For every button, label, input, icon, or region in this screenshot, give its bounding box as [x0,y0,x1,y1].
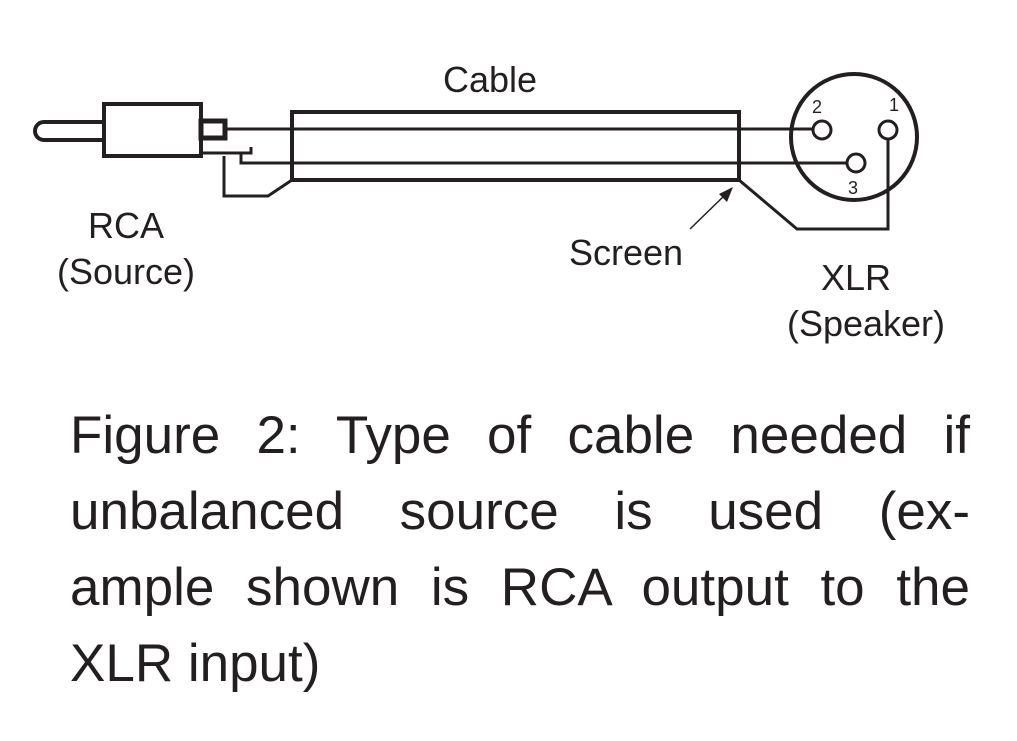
rca-connector [33,102,228,158]
xlr-speaker-label: (Speaker) [786,303,946,344]
figure-caption: Figure 2: Type of cable needed if unbala… [70,398,970,702]
xlr-connector-body [789,72,919,202]
caption-line: unbalanced source is used (ex- [70,482,970,541]
xlr-label: XLR [820,257,892,298]
caption-line: Figure 2: Type of cable needed if [70,406,970,465]
cable-label: Cable [442,59,538,100]
caption-line: ample shown is RCA output to the [70,558,970,617]
ground-wire-rca [201,147,253,155]
xlr-pin2 [811,119,833,141]
screen-wire-rca [222,156,293,198]
rca-body [102,102,203,158]
pin1-label: 1 [889,95,899,115]
screen-arrow-head [719,187,733,202]
screen-label: Screen [568,232,684,273]
caption-line: XLR input) [70,634,321,693]
pin3-label: 3 [848,178,858,198]
rca-label: RCA [87,205,164,246]
cable-jacket [290,110,741,182]
ground-to-conductor [239,153,292,165]
rca-pin [33,120,104,142]
rca-source-label: (Source) [56,251,196,292]
xlr-pin1 [877,119,899,141]
rca-collar [198,118,228,141]
cable-wiring-diagram: 2 1 3 [33,72,919,231]
xlr-pin3 [845,152,867,174]
pin2-label: 2 [812,97,822,117]
screen-wire-xlr [738,138,890,231]
screen-arrow-line [689,194,726,230]
